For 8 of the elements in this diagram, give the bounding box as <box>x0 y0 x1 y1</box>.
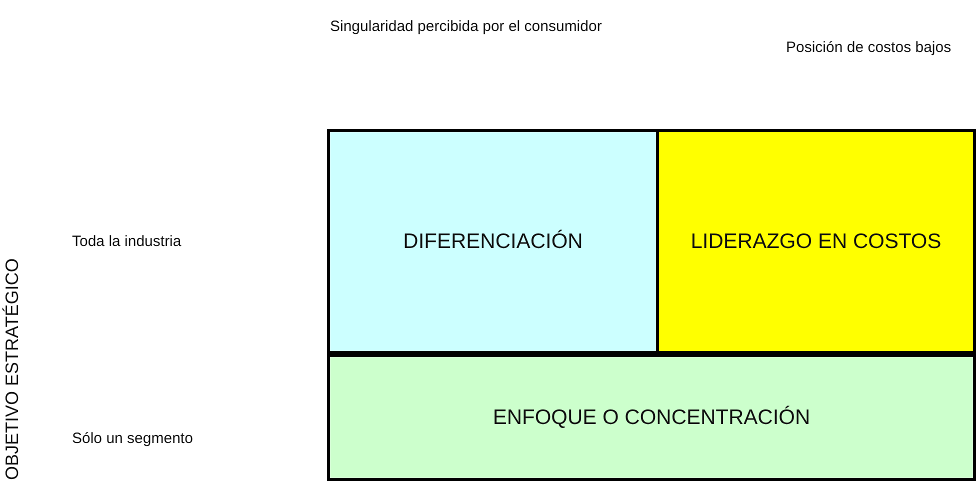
strategy-cell: LIDERAZGO EN COSTOS <box>656 129 976 354</box>
row-header: Sólo un segmento <box>72 429 194 449</box>
axis-title: OBJETIVO ESTRATÉGICO <box>2 257 23 480</box>
strategy-cell: ENFOQUE O CONCENTRACIÓN <box>327 351 976 481</box>
row-header: Toda la industria <box>72 232 182 252</box>
strategy-cell: DIFERENCIACIÓN <box>327 129 659 354</box>
column-header: Posición de costos bajos <box>786 38 952 58</box>
column-header: Singularidad percibida por el consumidor <box>330 17 603 37</box>
